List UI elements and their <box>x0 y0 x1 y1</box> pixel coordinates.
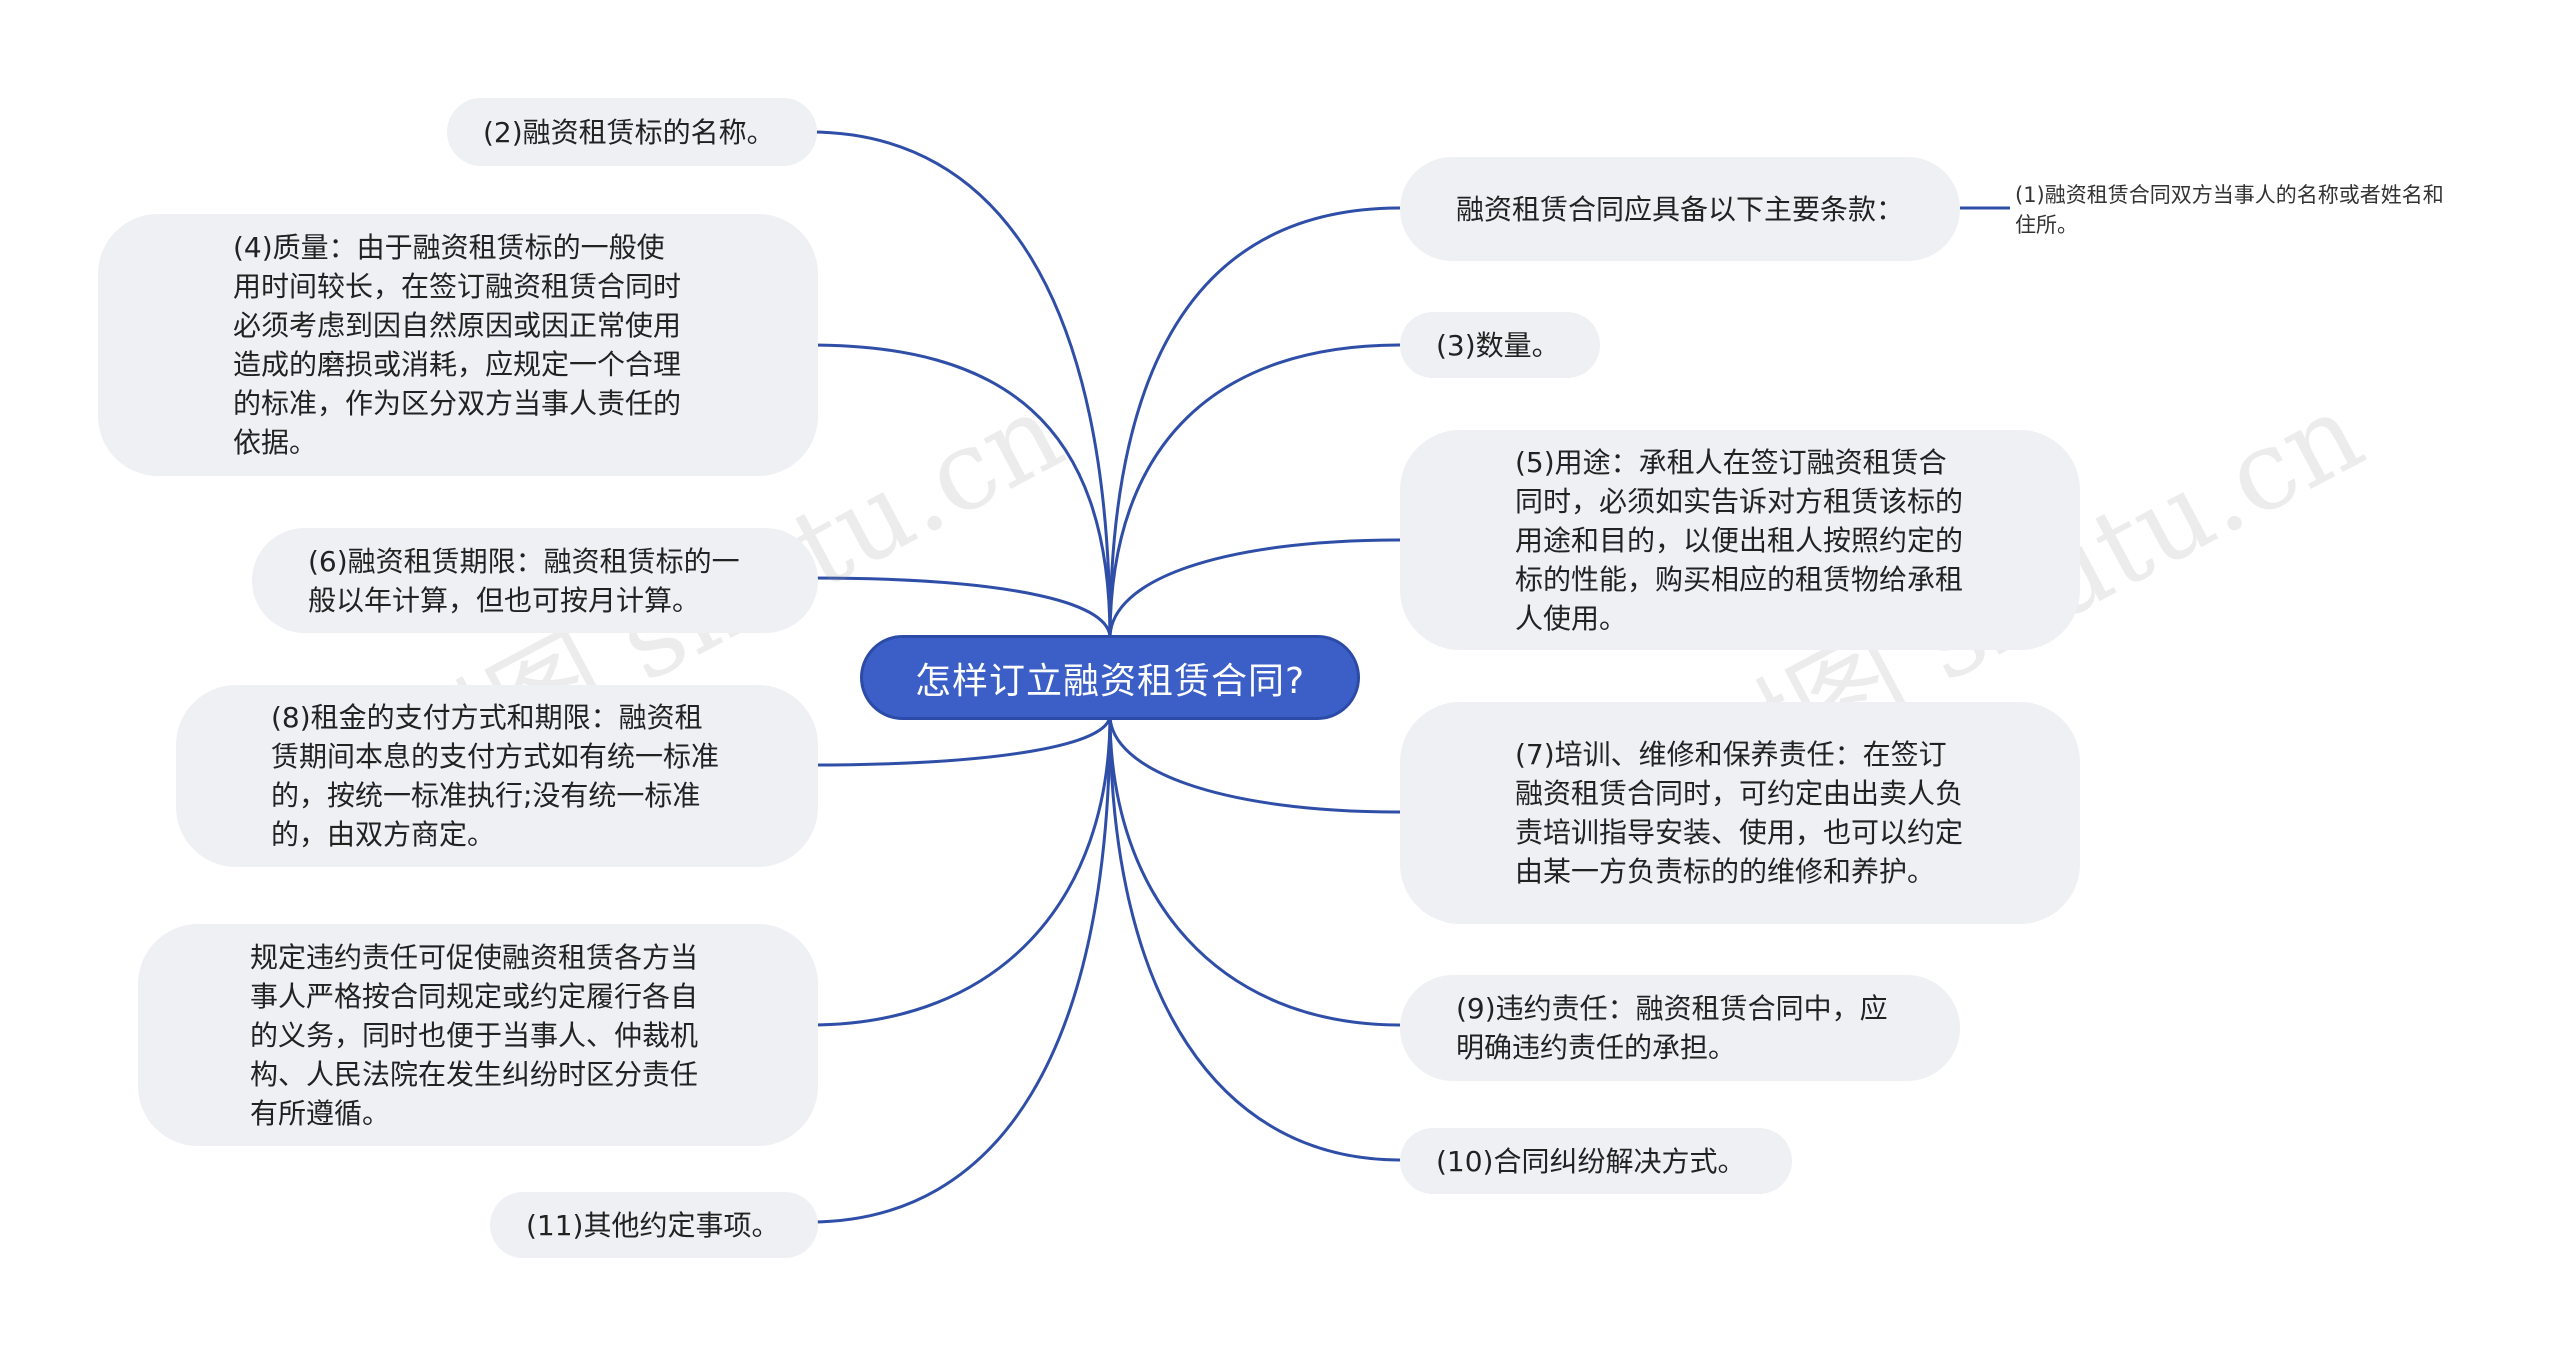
node-text: 融资租赁合同应具备以下主要条款： <box>1456 192 1905 226</box>
node-text: (9)违约责任：融资租赁合同中，应明确违约责任的承担。 <box>1456 992 1888 1064</box>
center-topic-label: 怎样订立融资租赁合同? <box>914 660 1306 702</box>
node-l11[interactable]: (11)其他约定事项。 <box>490 1192 818 1258</box>
link-lb <box>809 714 1112 1027</box>
node-l2[interactable]: (2)融资租赁标的名称。 <box>447 98 817 166</box>
node-text: (11)其他约定事项。 <box>526 1208 780 1242</box>
link-r5 <box>1108 538 1401 639</box>
node-text: 规定违约责任可促使融资租赁各方当事人严格按合同规定或约定履行各自的义务，同时也便… <box>250 940 699 1130</box>
node-text: (6)融资租赁期限：融资租赁标的一般以年计算，但也可按月计算。 <box>308 544 740 617</box>
link-r3 <box>1108 343 1401 639</box>
node-text: (7)培训、维修和保养责任：在签订融资租赁合同时，可约定由出卖人负责培训指导安装… <box>1515 738 1964 888</box>
node-r5[interactable]: (5)用途：承租人在签订融资租赁合同时，必须如实告诉对方租赁该标的用途和目的，以… <box>1400 430 2080 650</box>
node-text: (4)质量：由于融资租赁标的一般使用时间较长，在签订融资租赁合同时必须考虑到因自… <box>233 231 682 459</box>
node-l6[interactable]: (6)融资租赁期限：融资租赁标的一般以年计算，但也可按月计算。 <box>252 528 818 633</box>
node-text: (5)用途：承租人在签订融资租赁合同时，必须如实告诉对方租赁该标的用途和目的，以… <box>1515 445 1964 635</box>
node-text: (2)融资租赁标的名称。 <box>483 115 775 149</box>
sub-leaf-r0[interactable]: (1)融资租赁合同双方当事人的名称或者姓名和住所。 <box>2015 180 2455 240</box>
node-l4[interactable]: (4)质量：由于融资租赁标的一般使用时间较长，在签订融资租赁合同时必须考虑到因自… <box>98 214 818 476</box>
node-r3[interactable]: (3)数量。 <box>1400 312 1600 378</box>
link-r0 <box>1108 206 1401 639</box>
node-r0[interactable]: 融资租赁合同应具备以下主要条款： <box>1400 157 1960 261</box>
link-l8 <box>809 714 1112 767</box>
node-lb[interactable]: 规定违约责任可促使融资租赁各方当事人严格按合同规定或约定履行各自的义务，同时也便… <box>138 924 818 1146</box>
node-r9[interactable]: (9)违约责任：融资租赁合同中，应明确违约责任的承担。 <box>1400 975 1960 1081</box>
link-r9 <box>1108 714 1401 1027</box>
link-l11 <box>809 714 1112 1224</box>
link-l6 <box>809 576 1112 639</box>
node-l8[interactable]: (8)租金的支付方式和期限：融资租赁期间本息的支付方式如有统一标准的，按统一标准… <box>176 685 818 867</box>
node-text: (3)数量。 <box>1436 328 1560 362</box>
link-r7 <box>1108 714 1401 814</box>
node-r7[interactable]: (7)培训、维修和保养责任：在签订融资租赁合同时，可约定由出卖人负责培训指导安装… <box>1400 702 2080 924</box>
link-r10 <box>1108 714 1401 1162</box>
center-topic[interactable]: 怎样订立融资租赁合同? <box>860 635 1360 720</box>
node-text: (10)合同纠纷解决方式。 <box>1436 1144 1746 1178</box>
link-l2 <box>809 130 1112 639</box>
node-r10[interactable]: (10)合同纠纷解决方式。 <box>1400 1128 1792 1194</box>
link-l4 <box>809 343 1112 639</box>
sub-leaf-text: (1)融资租赁合同双方当事人的名称或者姓名和住所。 <box>2015 183 2444 237</box>
node-text: (8)租金的支付方式和期限：融资租赁期间本息的支付方式如有统一标准的，按统一标准… <box>271 701 720 851</box>
